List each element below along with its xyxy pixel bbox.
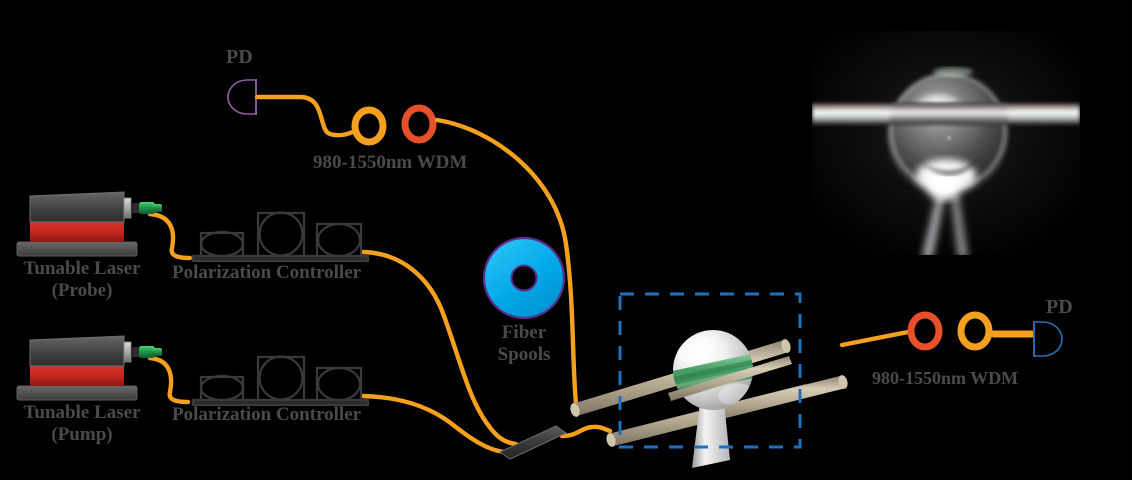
photodetector-right <box>1033 321 1063 357</box>
tunable-laser-probe <box>16 191 162 257</box>
microsphere-micrograph <box>812 31 1080 255</box>
polarization-controller-probe <box>191 211 370 263</box>
tunable-laser-pump <box>16 335 162 401</box>
tunable-laser-probe-label: Tunable Laser (Probe) <box>8 258 156 303</box>
optical-fibers <box>147 94 1038 455</box>
pd-right-label: PD <box>1046 296 1073 318</box>
fiber-spool <box>482 236 566 320</box>
wdm-top <box>351 104 437 146</box>
fiber-spools-label-line2: Spools <box>497 344 551 366</box>
fiber-spools-label-line1: Fiber <box>501 322 547 343</box>
tunable-laser-probe-label-line1: Tunable Laser <box>23 258 141 279</box>
microsphere-resonator <box>668 330 792 468</box>
polarization-controller-pump <box>191 355 370 407</box>
wdm-top-label: 980-1550nm WDM <box>313 152 468 173</box>
tunable-laser-pump-label-line2: (Pump) <box>51 424 113 446</box>
photodetector-left <box>227 79 257 115</box>
fiber-coupler <box>499 425 567 460</box>
tunable-laser-pump-label: Tunable Laser (Pump) <box>8 402 156 447</box>
tunable-laser-pump-label-line1: Tunable Laser <box>23 402 141 423</box>
wdm-right <box>907 311 993 351</box>
tunable-laser-probe-label-line2: (Probe) <box>51 280 113 302</box>
polarization-controller-pump-label: Polarization Controller <box>172 404 362 425</box>
wdm-right-label: 980-1550nm WDM <box>872 368 1019 388</box>
fiber-spools-label: Fiber Spools <box>466 322 582 367</box>
pd-left-label: PD <box>226 46 253 68</box>
highlight-box <box>618 292 802 449</box>
polarization-controller-probe-label: Polarization Controller <box>172 262 362 283</box>
